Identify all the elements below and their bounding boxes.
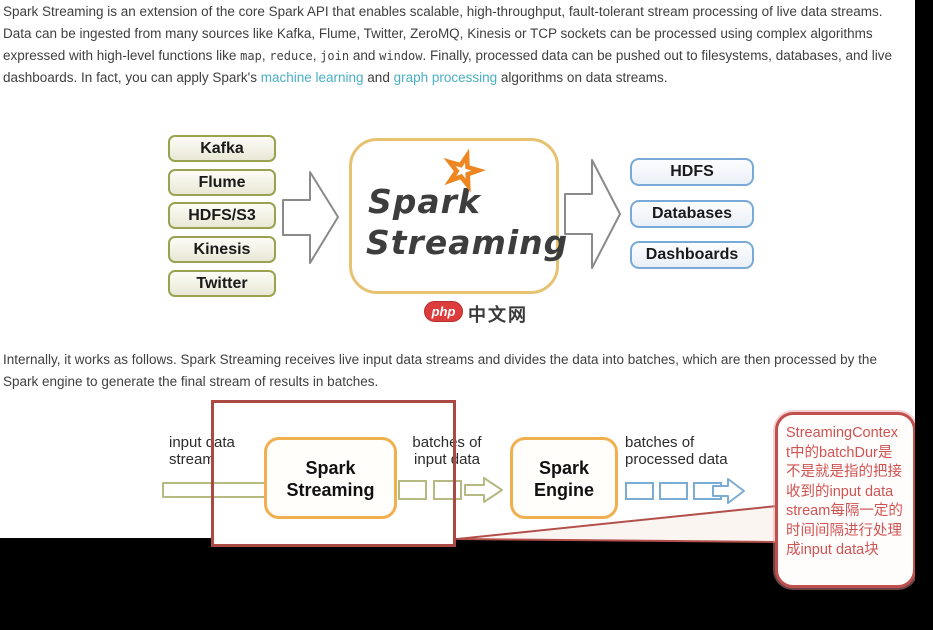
intro-text: Spark Streaming is an extension of the c…: [3, 4, 883, 63]
machine-learning-link[interactable]: machine learning: [260, 70, 364, 85]
sources-to-spark-arrow-icon: [282, 171, 339, 264]
batches-to-engine-arrow-icon: [464, 477, 503, 503]
callout-tail-icon: [456, 505, 778, 543]
diagram-bg-patch: [214, 538, 453, 545]
spark-logo-word: Spark: [368, 182, 481, 221]
output-box-dashboards: Dashboards: [630, 241, 754, 269]
graph-processing-link[interactable]: graph processing: [393, 70, 498, 85]
input-data-stream-label: input data stream: [169, 434, 235, 468]
processed-batch-rect: [625, 482, 654, 500]
internals-paragraph: Internally, it works as follows. Spark S…: [3, 352, 877, 389]
php-logo-icon: php: [424, 301, 463, 322]
inline-code-reduce: reduce: [269, 49, 313, 63]
spark-streaming-logo-box: [349, 138, 559, 294]
inline-code-window: window: [379, 49, 423, 63]
output-box-hdfs: HDFS: [630, 158, 754, 186]
source-box-flume: Flume: [168, 169, 276, 196]
php-site-label: 中文网: [468, 305, 528, 325]
inline-code-join: join: [320, 49, 350, 63]
annotation-highlight-rect: [211, 400, 456, 547]
batches-of-processed-label: batches of processed data: [625, 434, 728, 468]
source-box-twitter: Twitter: [168, 270, 276, 297]
streaming-logo-word: Streaming: [366, 223, 569, 262]
processed-batch-rect: [659, 482, 688, 500]
processed-output-arrow-icon: [712, 478, 745, 504]
annotation-callout-bubble: StreamingContex t中的batchDur是 不是就是指的把接 收到…: [775, 412, 916, 588]
right-black-strip: [915, 0, 933, 630]
output-box-databases: Databases: [630, 200, 754, 228]
intro-paragraph: Spark Streaming is an extension of the c…: [3, 4, 893, 85]
batches-of-input-label: batches of input data: [412, 434, 482, 468]
spark-engine-box: Spark Engine: [510, 437, 618, 519]
source-box-kafka: Kafka: [168, 135, 276, 162]
source-box-hdfs-s3: HDFS/S3: [168, 202, 276, 229]
inline-code-map: map: [240, 49, 262, 63]
spark-streaming-box: Spark Streaming: [264, 437, 397, 519]
source-box-kinesis: Kinesis: [168, 236, 276, 263]
spark-to-outputs-arrow-icon: [564, 159, 621, 269]
input-batch-rect: [398, 480, 427, 500]
annotation-callout-text: StreamingContex t中的batchDur是 不是就是指的把接 收到…: [786, 425, 903, 558]
